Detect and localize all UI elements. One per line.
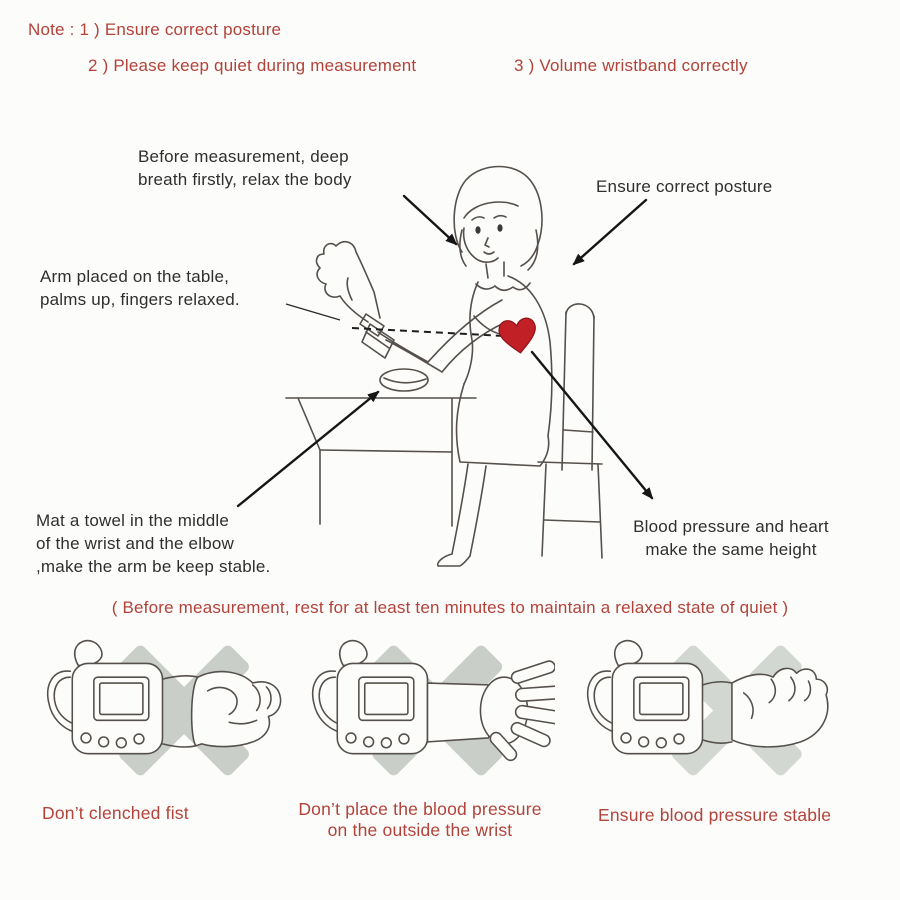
arrow-posture-to-back (572, 198, 648, 266)
callout-towel: Mat a towel in the middle of the wrist a… (36, 511, 271, 576)
caption-relaxed-hand: Ensure blood pressure stable (598, 805, 832, 825)
callout-heart: Blood pressure and heart make the same h… (633, 517, 829, 559)
wrist-monitor-icon (312, 639, 429, 755)
arrow-heart-to-text (530, 350, 654, 500)
note-line-2: 2 ) Please keep quiet during measurement (88, 56, 417, 75)
measurement-dashed-line (351, 327, 505, 337)
wrist-monitor-cuff (359, 313, 395, 359)
wrist-monitor-icon (587, 639, 704, 755)
wrist-monitor-icon (47, 639, 164, 755)
rest-note: ( Before measurement, rest for at least … (111, 598, 789, 617)
main-illustration (236, 165, 654, 567)
pointer-arm-text-to-hand (285, 303, 341, 321)
panel-clenched-fist (47, 639, 282, 776)
heart-icon (498, 317, 536, 354)
chair-illustration (537, 303, 603, 559)
callout-arm: Arm placed on the table, palms up, finge… (40, 267, 240, 309)
person-figure (315, 165, 553, 567)
clenched-fist-icon (161, 670, 282, 748)
table-illustration (285, 397, 477, 527)
caption-clenched-fist: Don’t clenched fist (42, 803, 189, 823)
note-line-1: Note : 1 ) Ensure correct posture (28, 20, 282, 39)
callout-posture: Ensure correct posture (596, 177, 773, 196)
relaxed-open-hand-icon (701, 667, 829, 748)
arrow-towel-text-to-elbow (236, 390, 380, 508)
arrow-breath-to-head (402, 194, 458, 246)
note-line-3: 3 ) Volume wristband correctly (514, 56, 748, 75)
open-hand-palm-down-icon (426, 660, 555, 762)
caption-outside-wrist: Don’t place the blood pressure on the ou… (298, 799, 542, 840)
callout-breath: Before measurement, deep breath firstly,… (138, 147, 352, 189)
panel-relaxed-hand (587, 639, 829, 776)
towel-illustration (379, 368, 429, 392)
panel-outside-wrist (312, 639, 555, 776)
